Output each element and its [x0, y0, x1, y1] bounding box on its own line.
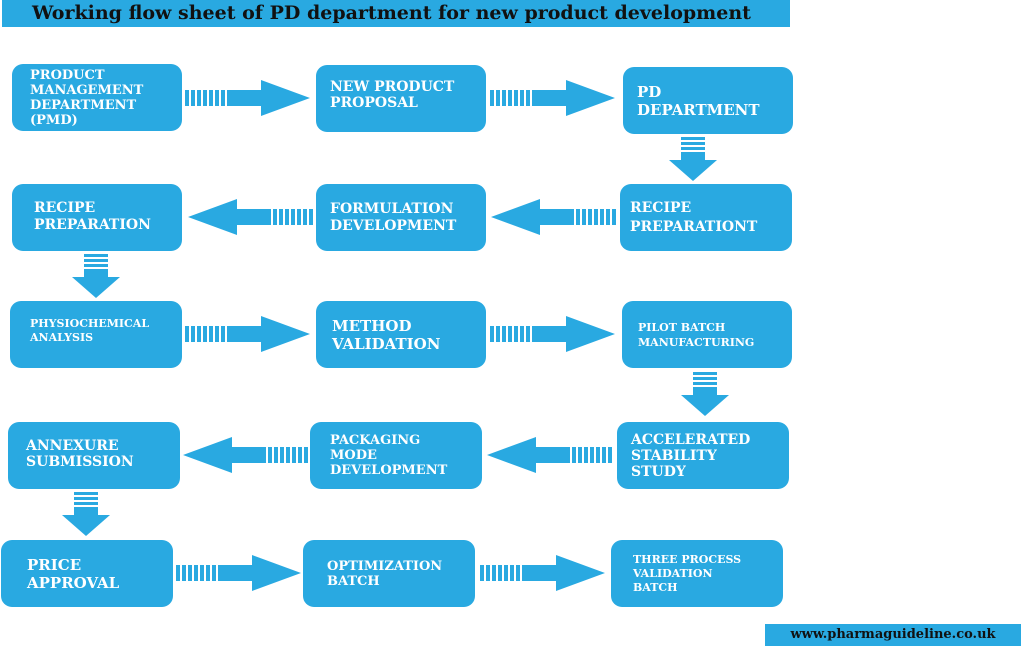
step-new-product-proposal: NEW PRODUCT PROPOSAL	[316, 65, 486, 132]
step-label: NEW PRODUCT PROPOSAL	[330, 79, 455, 111]
step-optimization-batch: OPTIMIZATION BATCH	[303, 540, 475, 607]
arrow-down-icon	[62, 492, 110, 536]
arrow-down-icon	[681, 372, 729, 416]
arrow-right-icon	[480, 555, 605, 591]
step-recipe-preparationt: RECIPE PREPARATIONT	[620, 184, 792, 251]
arrow-left-icon	[183, 437, 308, 473]
arrow-down-icon	[72, 254, 120, 298]
arrow-left-icon	[487, 437, 612, 473]
step-physiochemical-analysis: PHYSIOCHEMICAL ANALYSIS	[10, 301, 182, 368]
step-label: PILOT BATCH MANUFACTURING	[638, 320, 755, 349]
step-label: METHOD VALIDATION	[332, 316, 441, 353]
step-annexure-submission: ANNEXURE SUBMISSION	[8, 422, 180, 489]
arrow-right-icon	[185, 80, 310, 116]
step-label: OPTIMIZATION BATCH	[327, 558, 443, 589]
arrow-right-icon	[490, 316, 615, 352]
arrow-left-icon	[491, 199, 616, 235]
arrow-left-icon	[188, 199, 313, 235]
step-label: PRICE APPROVAL	[27, 555, 120, 592]
step-label: PHYSIOCHEMICAL ANALYSIS	[30, 317, 150, 344]
step-product-management-department: PRODUCT MANAGEMENT DEPARTMENT (PMD)	[12, 64, 182, 131]
step-pd-department: PD DEPARTMENT	[623, 67, 793, 134]
step-label: ANNEXURE SUBMISSION	[26, 438, 134, 470]
step-method-validation: METHOD VALIDATION	[316, 301, 486, 368]
step-three-process-validation-batch: THREE PROCESS VALIDATION BATCH	[611, 540, 783, 607]
step-packaging-mode-development: PACKAGING MODE DEVELOPMENT	[310, 422, 482, 489]
page-title: Working flow sheet of PD department for …	[2, 0, 790, 27]
arrow-right-icon	[176, 555, 301, 591]
arrow-down-icon	[669, 137, 717, 181]
step-recipe-preparation: RECIPE PREPARATION	[12, 184, 182, 251]
step-pilot-batch-manufacturing: PILOT BATCH MANUFACTURING	[622, 301, 792, 368]
step-label: ACCELERATED STABILITY STUDY	[631, 431, 751, 480]
step-label: RECIPE PREPARATIONT	[630, 199, 758, 235]
step-label: THREE PROCESS VALIDATION BATCH	[633, 552, 742, 594]
step-accelerated-stability-study: ACCELERATED STABILITY STUDY	[617, 422, 789, 489]
step-price-approval: PRICE APPROVAL	[1, 540, 173, 607]
arrow-right-icon	[185, 316, 310, 352]
step-label: PD DEPARTMENT	[637, 82, 760, 119]
step-formulation-development: FORMULATION DEVELOPMENT	[316, 184, 486, 251]
arrow-right-icon	[490, 80, 615, 116]
step-label: FORMULATION DEVELOPMENT	[330, 200, 457, 234]
website-url: www.pharmaguideline.co.uk	[765, 624, 1021, 646]
step-label: PACKAGING MODE DEVELOPMENT	[330, 433, 448, 478]
step-label: PRODUCT MANAGEMENT DEPARTMENT (PMD)	[30, 67, 144, 128]
step-label: RECIPE PREPARATION	[34, 200, 151, 233]
